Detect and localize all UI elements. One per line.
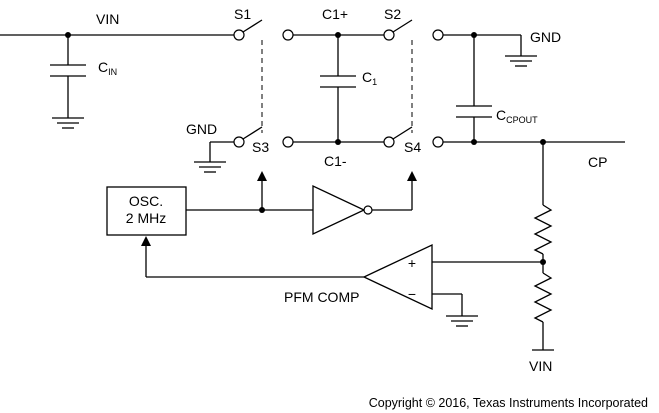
comp-minus-input-wire bbox=[432, 293, 463, 316]
osc-label-line1: OSC. bbox=[129, 193, 163, 209]
osc-label-line2: 2 MHz bbox=[126, 210, 166, 226]
ground-symbol-right bbox=[505, 55, 537, 67]
comp-to-osc-wire bbox=[141, 236, 364, 278]
cin-label: CIN bbox=[98, 59, 117, 77]
s4-label: S4 bbox=[404, 139, 421, 155]
ground-symbol-comp bbox=[446, 315, 478, 327]
cp-label: CP bbox=[588, 154, 607, 170]
c1-plus-label: C1+ bbox=[322, 6, 348, 22]
c1-label: C1 bbox=[362, 69, 377, 87]
s3-label: S3 bbox=[252, 139, 269, 155]
comp-plus-sign: + bbox=[408, 255, 416, 271]
s3-drive-arrow bbox=[257, 171, 267, 210]
comp-minus-sign: − bbox=[408, 286, 416, 302]
gnd-right-label: GND bbox=[530, 29, 561, 45]
gnd-right-wire bbox=[443, 34, 522, 106]
gnd-left-wire bbox=[209, 141, 235, 162]
copyright-text: Copyright © 2016, Texas Instruments Inco… bbox=[369, 396, 648, 410]
s1-label: S1 bbox=[234, 6, 251, 22]
capacitor-cin bbox=[50, 64, 86, 118]
switch-s3 bbox=[233, 126, 294, 148]
c1-plus-node bbox=[335, 32, 341, 38]
ground-symbol-left bbox=[194, 161, 226, 173]
resistor-top bbox=[533, 204, 553, 255]
switch-s4 bbox=[383, 126, 444, 148]
pfm-comparator bbox=[362, 243, 433, 311]
gnd-right-node bbox=[471, 32, 477, 38]
ccpout-label: CCPOUT bbox=[496, 107, 538, 125]
c1-minus-label: C1- bbox=[324, 153, 347, 169]
vin-input-wire bbox=[0, 34, 235, 65]
s4-drive-arrow bbox=[372, 171, 417, 211]
ccpout-bottom-node bbox=[471, 139, 477, 145]
divider-mid-node bbox=[540, 259, 546, 265]
s2-label: S2 bbox=[384, 6, 401, 22]
ground-symbol-cin bbox=[52, 117, 84, 129]
vin-junction-node bbox=[65, 32, 71, 38]
pfm-comp-label: PFM COMP bbox=[284, 289, 359, 305]
switch-s2 bbox=[383, 19, 444, 41]
capacitor-c1 bbox=[320, 75, 356, 142]
switch-s1 bbox=[233, 19, 294, 41]
vin-bottom-label: VIN bbox=[529, 358, 552, 374]
resistor-bottom bbox=[533, 272, 553, 323]
vin-top-label: VIN bbox=[96, 11, 119, 27]
inverter-gate bbox=[312, 184, 373, 236]
gnd-left-label: GND bbox=[186, 121, 217, 137]
capacitor-ccpout bbox=[456, 105, 492, 142]
c1-minus-node bbox=[335, 139, 341, 145]
oscillator-block bbox=[106, 186, 187, 236]
